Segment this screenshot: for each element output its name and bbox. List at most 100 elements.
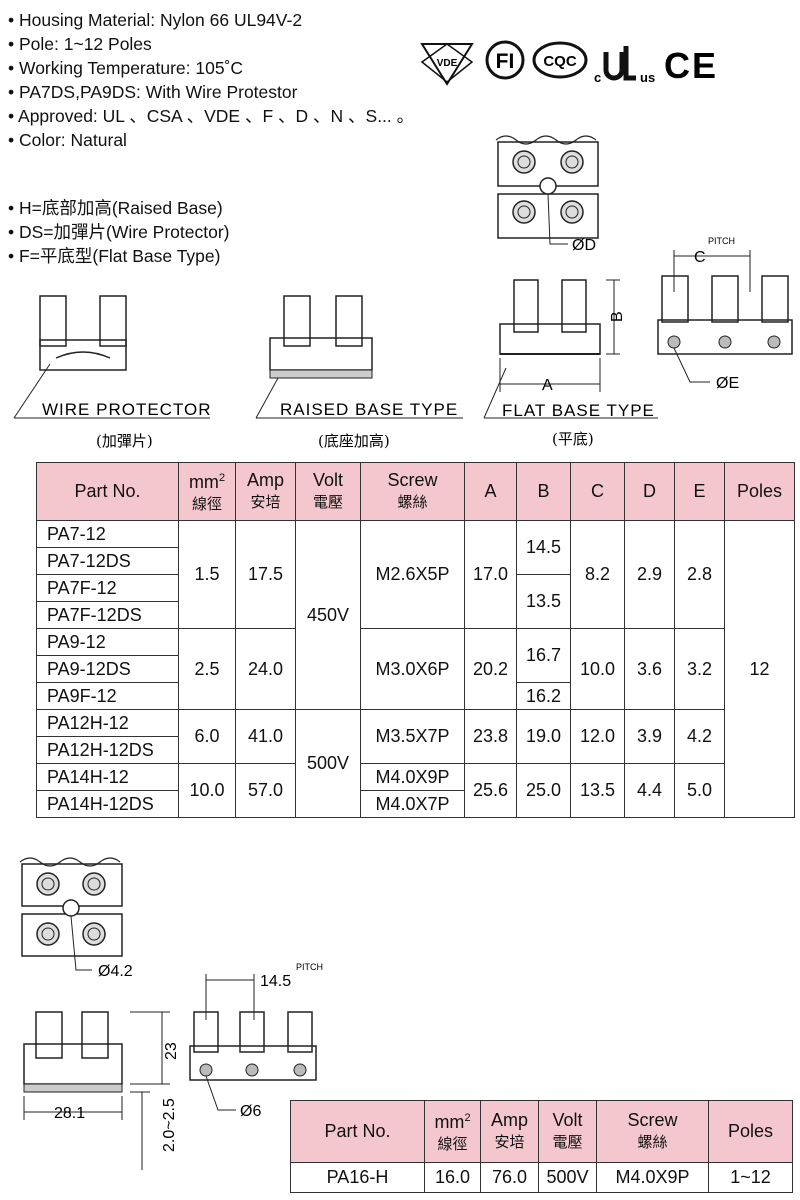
- table-row: PA9-12 2.5 24.0 M3.0X6P 20.2 16.7 10.0 3…: [36, 628, 795, 710]
- top-view-diagram: ØD: [495, 135, 599, 254]
- mm-cell: 10.0: [178, 763, 236, 818]
- a-cell: 20.2: [464, 628, 517, 710]
- b-cell: 16.7: [516, 628, 571, 683]
- wire-protector-caption-cn: (加彈片): [96, 432, 153, 450]
- ul-us-text: us: [640, 70, 655, 85]
- screw-cell: M4.0X9P: [596, 1162, 709, 1193]
- screw-cell: M4.0X7P: [360, 790, 465, 818]
- c-cell: 8.2: [570, 520, 625, 629]
- amp-cell: 76.0: [480, 1162, 539, 1193]
- col-part: Part No.: [290, 1100, 425, 1163]
- cqc-logo: CQC: [532, 41, 588, 79]
- spec-temp: • Working Temperature: 105˚C: [8, 58, 244, 78]
- amp-cell: 24.0: [235, 628, 296, 710]
- type-f: • F=平底型(Flat Base Type): [8, 246, 221, 266]
- a-cell: 25.6: [464, 763, 517, 818]
- part-cell: PA14H-12: [36, 763, 179, 791]
- oe-label: ØE: [716, 375, 739, 392]
- mm-cell: 2.5: [178, 628, 236, 710]
- amp-cell: 41.0: [235, 709, 296, 764]
- pa16-top-view: Ø4.2: [19, 857, 133, 980]
- volt-cell: 500V: [295, 709, 361, 818]
- flat-base-caption: FLAT BASE TYPE: [502, 401, 655, 420]
- od-label: ØD: [572, 237, 596, 254]
- mm-cell: 1.5: [178, 520, 236, 629]
- poles-cell: 12: [724, 520, 795, 818]
- pa16-pitch-view: PITCH 14.5 Ø6: [189, 962, 323, 1120]
- spec-housing: • Housing Material: Nylon 66 UL94V-2: [8, 10, 303, 30]
- cul-us-logo: c us: [594, 46, 655, 85]
- type-h: • H=底部加高(Raised Base): [8, 198, 223, 218]
- a-cell: 17.0: [464, 520, 517, 629]
- table-row: PA14H-12 10.0 57.0 M4.0X9P 25.6 25.0 13.…: [36, 763, 795, 818]
- spec-list: • Housing Material: Nylon 66 UL94V-2 • P…: [8, 8, 414, 152]
- ce-text: CE: [664, 45, 718, 86]
- b-cell: 25.0: [516, 763, 571, 818]
- part-cell: PA7F-12DS: [36, 601, 179, 629]
- d-cell: 3.9: [624, 709, 675, 764]
- certification-logos: VDE FI CQC c us CE: [420, 40, 718, 86]
- d-cell: 3.6: [624, 628, 675, 710]
- d-cell: 4.4: [624, 763, 675, 818]
- c-cell: 10.0: [570, 628, 625, 710]
- b-cell: 13.5: [516, 574, 571, 629]
- col-a: A: [464, 462, 517, 521]
- h2025-label: 2.0~2.5: [161, 1098, 178, 1152]
- a-cell: 23.8: [464, 709, 517, 764]
- part-cell: PA9-12: [36, 628, 179, 656]
- poles-cell: 1~12: [708, 1162, 793, 1193]
- flat-base-caption-cn: (平底): [552, 430, 594, 448]
- h23-label: 23: [163, 1042, 180, 1060]
- table-row: PA7-12 1.5 17.5 450V M2.6X5P 17.0 14.5 8…: [36, 520, 795, 818]
- screw-cell: M4.0X9P: [360, 763, 465, 791]
- table-row: PA16-H 16.0 76.0 500V M4.0X9P 1~12: [290, 1162, 793, 1193]
- mm-cell: 6.0: [178, 709, 236, 764]
- c-cell: 12.0: [570, 709, 625, 764]
- table-row: PA7F-12DS: [36, 601, 795, 629]
- e-cell: 4.2: [674, 709, 725, 764]
- fi-text: FI: [496, 50, 515, 73]
- a-label: A: [542, 377, 553, 394]
- raised-base-caption-cn: (底座加高): [318, 432, 390, 450]
- col-poles: Poles: [708, 1100, 793, 1163]
- table-row: PA9-12DS: [36, 655, 795, 683]
- mm-cell: 16.0: [424, 1162, 481, 1193]
- part-cell: PA12H-12: [36, 709, 179, 737]
- spec-wire-protector: • PA7DS,PA9DS: With Wire Protestor: [8, 82, 298, 102]
- raised-base-diagram: RAISED BASE TYPE (底座加高): [255, 295, 463, 450]
- wire-protector-caption: WIRE PROTECTOR: [42, 400, 212, 419]
- b-cell: 16.2: [516, 682, 571, 710]
- table-row: PA7F-12 13.5: [36, 574, 795, 629]
- d42-label: Ø4.2: [98, 963, 133, 980]
- c-label: C: [694, 249, 706, 266]
- d6-label: Ø6: [240, 1103, 261, 1120]
- e-cell: 2.8: [674, 520, 725, 629]
- screw-cell: M2.6X5P: [360, 520, 465, 629]
- part-cell: PA9-12DS: [36, 655, 179, 683]
- vde-text: VDE: [437, 58, 458, 69]
- pitch2-label: PITCH: [296, 962, 323, 972]
- col-b: B: [516, 462, 571, 521]
- pitch-label: PITCH: [708, 236, 735, 246]
- screw-cell: M3.5X7P: [360, 709, 465, 764]
- ul-c-text: c: [594, 70, 601, 85]
- part-cell: PA7-12DS: [36, 547, 179, 575]
- volt-cell: 450V: [295, 520, 361, 710]
- vde-logo: VDE: [420, 43, 474, 86]
- pitch-diagram: PITCH C ØE: [657, 236, 793, 392]
- table-row: PA14H-12DS M4.0X7P: [36, 790, 795, 818]
- table-row: PA9F-12 16.2: [36, 682, 795, 710]
- fi-logo: FI: [485, 40, 525, 80]
- pa16-side-view: 23 28.1 2.0~2.5: [23, 1011, 180, 1170]
- col-part: Part No.: [36, 462, 179, 521]
- type-legend: • H=底部加高(Raised Base) • DS=加彈片(Wire Prot…: [8, 196, 230, 268]
- col-e: E: [674, 462, 725, 521]
- type-ds: • DS=加彈片(Wire Protector): [8, 222, 230, 242]
